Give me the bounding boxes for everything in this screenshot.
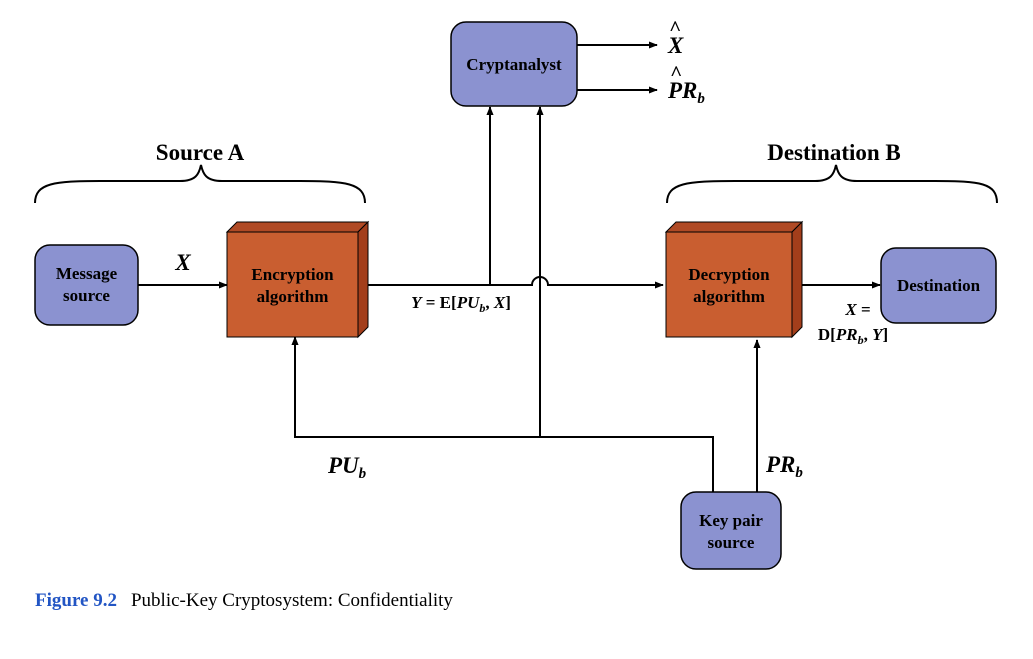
svg-text:Cryptanalyst: Cryptanalyst: [466, 55, 562, 74]
arrow-ciphertext-to-decryption: [358, 276, 664, 289]
node-message-source: Message source: [34, 244, 139, 326]
node-destination: Destination: [880, 247, 997, 324]
group-label-destination-b: Destination B: [767, 140, 901, 165]
brace-destination-b: [666, 164, 998, 204]
svg-text:Message: Message: [56, 264, 118, 283]
label-ciphertext: Y = E[PUb, X]: [411, 293, 511, 315]
figure-caption-text: Public-Key Cryptosystem: Confidentiality: [130, 590, 453, 611]
svg-text:Destination: Destination: [897, 276, 981, 295]
svg-text:Key pair: Key pair: [699, 511, 763, 530]
label-private-key: PRb: [765, 452, 803, 481]
label-estimate-x: X: [667, 33, 684, 58]
svg-text:source: source: [708, 533, 755, 552]
label-estimate-pr-hat: ^: [670, 61, 682, 85]
brace-source-a: [34, 164, 366, 204]
svg-text:Decryption: Decryption: [688, 265, 770, 284]
figure-number: Figure 9.2: [35, 590, 117, 611]
label-plaintext-x: X: [174, 250, 191, 275]
label-estimate-pr: PRb: [667, 78, 705, 107]
label-public-key: PUb: [327, 453, 367, 482]
group-label-source-a: Source A: [156, 140, 245, 165]
svg-text:Encryption: Encryption: [251, 265, 334, 284]
svg-text:source: source: [63, 286, 110, 305]
label-plaintext-out-line1: X =: [844, 300, 870, 319]
node-key-pair-source: Key pair source: [680, 491, 782, 570]
label-plaintext-out-line2: D[PRb, Y]: [818, 325, 888, 347]
figure-caption: Figure 9.2 Public-Key Cryptosystem: Confi…: [35, 590, 453, 612]
svg-text:algorithm: algorithm: [693, 287, 765, 306]
svg-text:algorithm: algorithm: [257, 287, 329, 306]
arrow-public-key-to-encryption: [291, 336, 714, 492]
node-encryption-algorithm: Encryption algorithm: [225, 220, 370, 339]
node-cryptanalyst: Cryptanalyst: [450, 21, 578, 107]
node-decryption-algorithm: Decryption algorithm: [664, 220, 804, 339]
label-estimate-x-hat: ^: [669, 16, 681, 40]
